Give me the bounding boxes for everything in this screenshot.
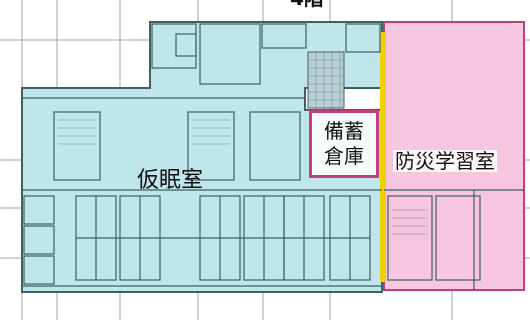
storage-room-label-line2: 倉庫	[324, 144, 364, 168]
divider-strip	[380, 32, 386, 282]
floor-title: 4階	[290, 0, 324, 8]
storage-room-label-line1: 備蓄	[324, 119, 364, 143]
stair-treads	[58, 119, 428, 235]
storage-room-box: 備蓄 倉庫	[309, 110, 379, 178]
interior-walls	[22, 23, 524, 290]
nap-room-label: 仮眠室	[137, 168, 204, 193]
learning-room-label: 防災学習室	[393, 149, 497, 173]
hatched-area	[307, 51, 345, 109]
hatch-pattern	[308, 52, 344, 108]
